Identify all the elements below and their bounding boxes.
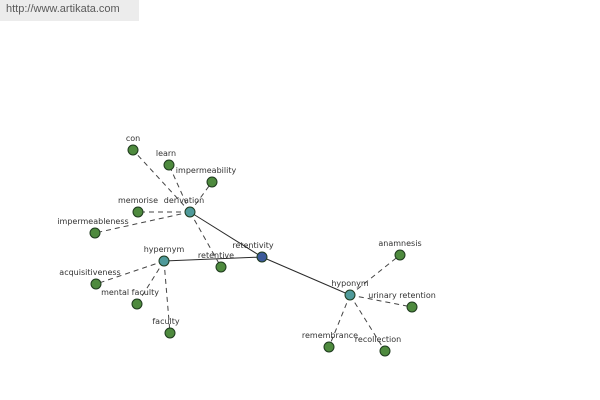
label-impermeableness: impermeableness (57, 217, 128, 226)
label-retentive: retentive (198, 251, 234, 260)
node-impermeability[interactable] (206, 176, 218, 188)
edge-retentivity-hypernym (163, 256, 263, 262)
edge-hyponym-anamnesis (349, 254, 401, 296)
node-derivation[interactable] (184, 206, 196, 218)
edge-derivation-impermeableness (94, 211, 191, 234)
node-mental-faculty[interactable] (131, 298, 143, 310)
edge-hypernym-mental-faculty (136, 260, 165, 305)
label-recollection: recollection (355, 335, 401, 344)
node-hypernym[interactable] (158, 255, 170, 267)
graph-edges (94, 149, 413, 352)
label-memorise: memorise (118, 196, 158, 205)
graph-nodes (89, 144, 418, 357)
label-faculty: faculty (152, 317, 180, 326)
edge-retentivity-hyponym (261, 256, 351, 296)
label-urinary-retention: urinary retention (368, 291, 436, 300)
node-urinary-retention[interactable] (406, 301, 418, 313)
node-impermeableness[interactable] (89, 227, 101, 239)
label-mental-faculty: mental faculty (101, 288, 159, 297)
label-retentivity: retentivity (232, 241, 274, 250)
edge-hyponym-remembrance (328, 294, 351, 348)
node-retentive[interactable] (215, 261, 227, 273)
node-hyponym[interactable] (344, 289, 356, 301)
node-learn[interactable] (163, 159, 175, 171)
edge-hypernym-acquisitiveness (95, 260, 165, 285)
edge-hyponym-recollection (349, 294, 386, 352)
node-retentivity[interactable] (256, 251, 268, 263)
label-con: con (126, 134, 140, 143)
label-remembrance: remembrance (302, 331, 358, 340)
site-banner: http://www.artikata.com (0, 0, 139, 21)
edge-retentivity-derivation (189, 211, 263, 258)
edge-hypernym-faculty (163, 260, 171, 334)
label-hyponym: hyponym (331, 279, 369, 288)
edge-derivation-impermeability (189, 181, 213, 213)
node-remembrance[interactable] (323, 341, 335, 353)
node-memorise[interactable] (132, 206, 144, 218)
node-acquisitiveness[interactable] (90, 278, 102, 290)
node-faculty[interactable] (164, 327, 176, 339)
edge-hyponym-urinary-retention (349, 294, 413, 308)
site-link[interactable]: http://www.artikata.com (6, 3, 120, 15)
label-anamnesis: anamnesis (378, 239, 421, 248)
label-derivation: derivation (164, 196, 204, 205)
label-hypernym: hypernym (144, 245, 185, 254)
node-con[interactable] (127, 144, 139, 156)
edge-derivation-retentive (189, 211, 222, 268)
label-impermeability: impermeability (176, 166, 237, 175)
node-recollection[interactable] (379, 345, 391, 357)
label-learn: learn (156, 149, 176, 158)
label-acquisitiveness: acquisitiveness (59, 268, 120, 277)
node-anamnesis[interactable] (394, 249, 406, 261)
